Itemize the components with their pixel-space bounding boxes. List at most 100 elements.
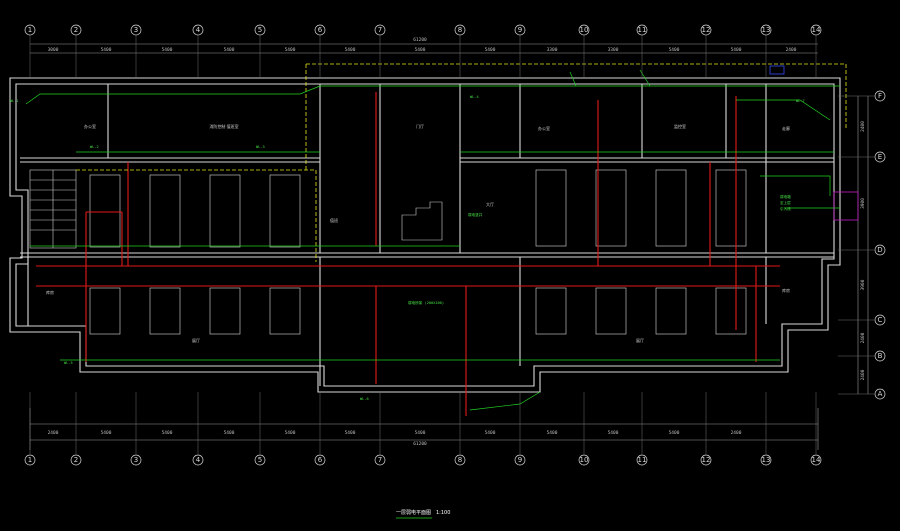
axis-bubble-top: 10 [578, 24, 590, 36]
axis-bubble-bottom: 6 [314, 454, 326, 466]
svg-text:9: 9 [518, 456, 522, 464]
axis-bubble-right: D [874, 244, 886, 256]
top-dimension-label: 5400 [345, 47, 356, 53]
svg-text:2: 2 [74, 26, 78, 34]
drawing-title: 一层弱电平面图 [396, 509, 431, 516]
svg-text:A: A [878, 390, 883, 398]
axis-bubble-bottom: 9 [514, 454, 526, 466]
top-dimension-label: 3300 [608, 47, 619, 53]
right-dimension-label: 2400 [860, 369, 866, 380]
bottom-dimension-label: 5400 [547, 430, 558, 436]
bottom-dimension-label: 5400 [162, 430, 173, 436]
room-label: 监控室 [674, 123, 686, 129]
cable-tag: WL-7 [796, 99, 805, 103]
legend-line: 弱电箱 [780, 194, 791, 199]
room-label: 展厅 [192, 337, 200, 343]
svg-text:8: 8 [458, 456, 462, 464]
lobby-tray-note: 弱电桥架 (200X100) [408, 300, 444, 305]
svg-text:7: 7 [378, 456, 382, 464]
axis-bubble-bottom: 2 [70, 454, 82, 466]
svg-text:14: 14 [812, 456, 821, 464]
top-dimension-label: 5400 [669, 47, 680, 53]
bottom-dimension-labels: 2400 5400 5400 5400 5400 5400 5400 5400 5400 5400… [48, 430, 742, 436]
cable-tray-network [36, 92, 780, 416]
axis-bubble-right: C [874, 314, 886, 326]
svg-text:10: 10 [580, 456, 589, 464]
room-label: 大厅 [486, 201, 494, 207]
axis-bubble-bottom: 4 [192, 454, 204, 466]
top-dimension-label: 3300 [547, 47, 558, 53]
svg-text:3: 3 [134, 456, 138, 464]
svg-text:4: 4 [196, 456, 201, 464]
building-walls [9, 77, 841, 393]
axis-bubble-bottom: 7 [374, 454, 386, 466]
svg-text:12: 12 [702, 456, 711, 464]
svg-text:8: 8 [458, 26, 462, 34]
cable-tag: WL-2 [90, 145, 99, 149]
axis-bubble-top: 5 [254, 24, 266, 36]
right-dimension-label: 2400 [860, 332, 866, 343]
weak-current-cabinet [833, 191, 859, 221]
bottom-dimension-label: 5400 [485, 430, 496, 436]
svg-text:12: 12 [702, 26, 711, 34]
axis-bubble-right: A [874, 388, 886, 400]
top-dimension-label: 5400 [101, 47, 112, 53]
room-label: 值班 [330, 217, 338, 223]
svg-text:11: 11 [638, 456, 647, 464]
room-label: 库房 [46, 289, 54, 295]
top-dimension-label: 5400 [415, 47, 426, 53]
drawing-scale: 1:100 [436, 510, 450, 516]
svg-text:5: 5 [258, 456, 262, 464]
svg-text:2: 2 [74, 456, 78, 464]
cable-tag: WL-5 [64, 361, 73, 365]
bottom-dimension-label: 5400 [669, 430, 680, 436]
right-dimension-labels: 2400 3900 3900 2400 2400 [860, 121, 866, 381]
axis-bubble-top: 6 [314, 24, 326, 36]
svg-text:B: B [878, 352, 883, 360]
svg-text:1: 1 [28, 456, 32, 464]
svg-text:14: 14 [812, 26, 821, 34]
axis-bubble-top: 2 [70, 24, 82, 36]
axis-bubble-bottom: 14 [810, 454, 822, 466]
right-dimension-label: 3900 [860, 279, 866, 290]
axis-bubble-bottom: 12 [700, 454, 712, 466]
stair-left [29, 169, 77, 249]
bottom-dimension-label: 5400 [101, 430, 112, 436]
yellow-dashed-route [76, 63, 847, 262]
axis-bubble-top: 11 [636, 24, 648, 36]
svg-text:F: F [878, 92, 882, 100]
room-label: 消防控制 值班室 [209, 123, 238, 129]
axis-bubble-top: 9 [514, 24, 526, 36]
axis-bubble-right: F [874, 90, 886, 102]
right-dimension-label: 2400 [860, 121, 866, 132]
bottom-dimension-label: 5400 [415, 430, 426, 436]
svg-text:10: 10 [580, 26, 589, 34]
axis-bubble-bottom: 1 [24, 454, 36, 466]
svg-text:13: 13 [762, 26, 771, 34]
bottom-dimension-label: 2400 [731, 430, 742, 436]
top-dimension-label: 5400 [485, 47, 496, 53]
bottom-dimension-label: 5400 [608, 430, 619, 436]
right-dimension-label: 3900 [860, 198, 866, 209]
svg-text:6: 6 [318, 26, 323, 34]
top-dimension-label: 3000 [48, 47, 59, 53]
right-dimension-chain [857, 96, 869, 394]
svg-text:11: 11 [638, 26, 647, 34]
axis-bubble-top: 7 [374, 24, 386, 36]
bottom-dimension-label: 5400 [285, 430, 296, 436]
top-overall-dimension: 61200 [413, 37, 427, 43]
data-cable-network [25, 69, 840, 411]
bottom-dimension-label: 2400 [48, 430, 59, 436]
cable-tag: WL-6 [360, 397, 369, 401]
svg-text:6: 6 [318, 456, 323, 464]
room-label: 办公室 [84, 123, 96, 129]
exhibit-bays [89, 169, 747, 335]
bottom-dimension-label: 5400 [345, 430, 356, 436]
axis-bubble-top: 1 [24, 24, 36, 36]
blue-terminal [769, 65, 785, 75]
top-dimension-label: 5400 [162, 47, 173, 53]
legend-line: 至上层 [780, 200, 791, 205]
